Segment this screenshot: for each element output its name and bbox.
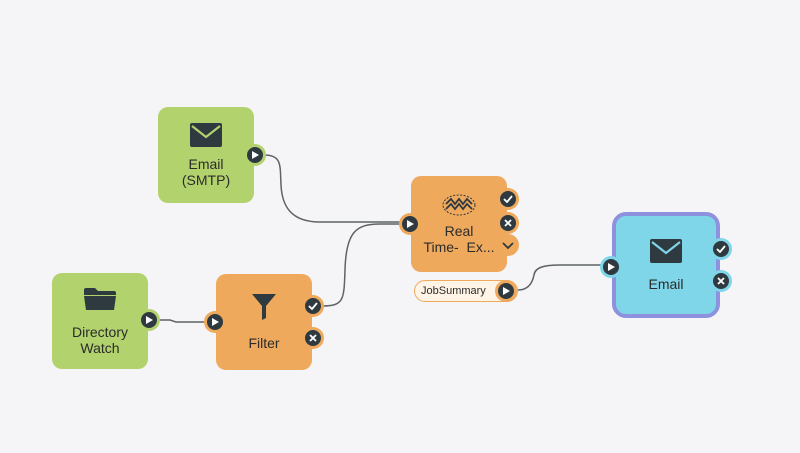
envelope-icon	[650, 238, 682, 266]
wire-email-smtp-to-realtime	[263, 154, 400, 223]
folder-icon	[84, 287, 116, 314]
play-icon	[402, 216, 418, 232]
play-icon	[141, 312, 157, 328]
success-port[interactable]	[497, 188, 519, 210]
failure-port[interactable]	[497, 212, 519, 234]
node-directory-watch[interactable]: Directory Watch	[52, 273, 160, 369]
node-label-line2: Watch	[80, 339, 120, 356]
output-port[interactable]	[495, 280, 517, 302]
play-icon	[498, 283, 514, 299]
funnel-icon	[252, 293, 276, 323]
input-port[interactable]	[600, 256, 622, 278]
node-label-line2: Time- Ex...	[423, 238, 495, 255]
output-port[interactable]	[244, 144, 266, 166]
node-label: Email	[648, 275, 684, 292]
play-icon	[207, 314, 223, 330]
expand-button[interactable]	[497, 234, 519, 256]
success-port[interactable]	[710, 238, 732, 260]
node-label: Filter	[248, 334, 280, 351]
play-icon	[247, 147, 263, 163]
node-label-line1: Directory	[71, 323, 128, 340]
node-realtime-ex[interactable]: Real Time- Ex...	[399, 176, 519, 272]
failure-port[interactable]	[710, 270, 732, 292]
node-filter[interactable]: Filter	[204, 274, 324, 370]
node-label-line1: Email	[188, 155, 224, 172]
success-port[interactable]	[302, 295, 324, 317]
waves-logo-icon	[442, 194, 476, 219]
wire-filter-to-realtime	[321, 223, 400, 307]
node-label-line1: Real	[444, 222, 474, 239]
node-email-smtp[interactable]: Email (SMTP)	[158, 107, 266, 203]
close-icon	[500, 215, 516, 231]
chevron-down-icon	[502, 237, 514, 253]
close-icon	[713, 273, 729, 289]
failure-port[interactable]	[302, 327, 324, 349]
input-port[interactable]	[399, 213, 421, 235]
check-icon	[713, 241, 729, 257]
node-label-line2: (SMTP)	[181, 171, 231, 188]
close-icon	[305, 330, 321, 346]
check-icon	[500, 191, 516, 207]
output-port[interactable]	[138, 309, 160, 331]
check-icon	[305, 298, 321, 314]
input-port[interactable]	[204, 311, 226, 333]
wire-jobsummary-to-email	[517, 264, 608, 291]
pill-label: JobSummary	[421, 285, 486, 297]
envelope-icon	[190, 122, 222, 150]
output-pill-jobsummary[interactable]: JobSummary	[414, 280, 518, 302]
node-email[interactable]: Email	[600, 212, 732, 318]
play-icon	[603, 259, 619, 275]
wire-dirwatch-to-filter	[158, 319, 205, 323]
